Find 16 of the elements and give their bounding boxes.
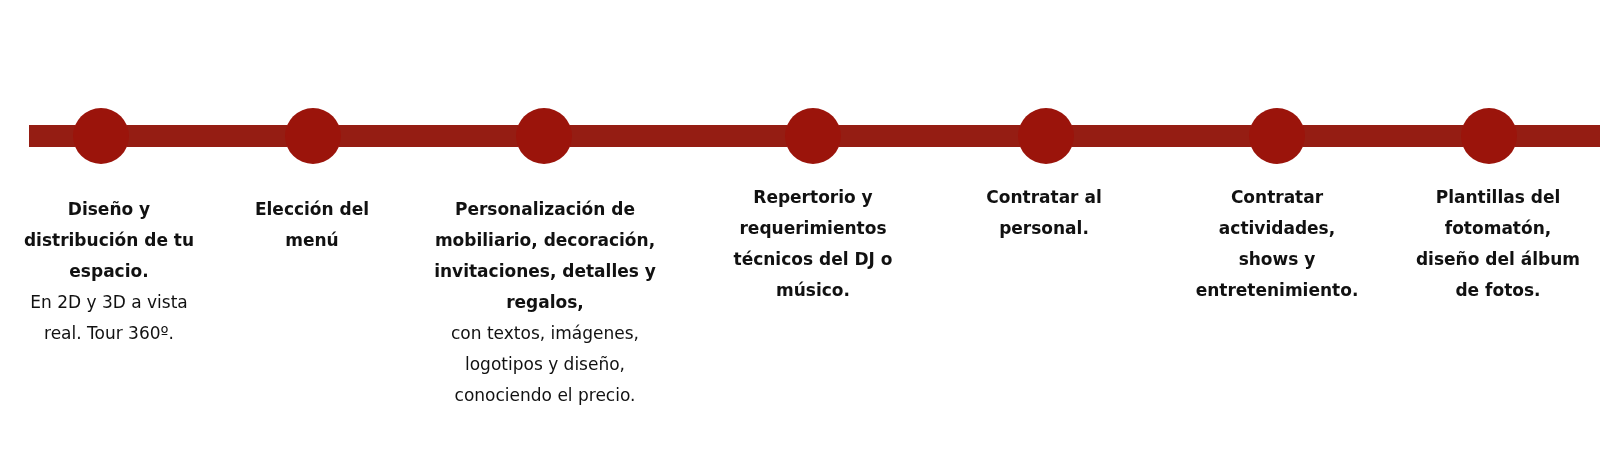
step-description: En 2D y 3D a vista real. Tour 360º.: [29, 291, 189, 345]
timeline-bar: [1514, 125, 1600, 147]
timeline-bar: [838, 125, 1021, 147]
timeline-bar: [1302, 125, 1464, 147]
step-title: Repertorio y requerimientos técnicos del DJ o músico.: [732, 186, 894, 302]
timeline-bar: [569, 125, 788, 147]
timeline-bar: [1071, 125, 1252, 147]
timeline-bar: [29, 125, 76, 147]
step-title: Elección del menú: [253, 198, 371, 252]
timeline-bar: [126, 125, 288, 147]
step-title: Plantillas del fotomatón, diseño del álbum de fotos.: [1414, 186, 1582, 302]
step-title: Contratar actividades, shows y entretenimiento.: [1194, 186, 1360, 302]
step-title: Contratar al personal.: [985, 186, 1103, 240]
step-description: con textos, imágenes, logotipos y diseño, conociendo el precio.: [450, 322, 640, 407]
timeline-bar: [338, 125, 519, 147]
step-title: Diseño y distribución de tu espacio.: [22, 198, 196, 283]
